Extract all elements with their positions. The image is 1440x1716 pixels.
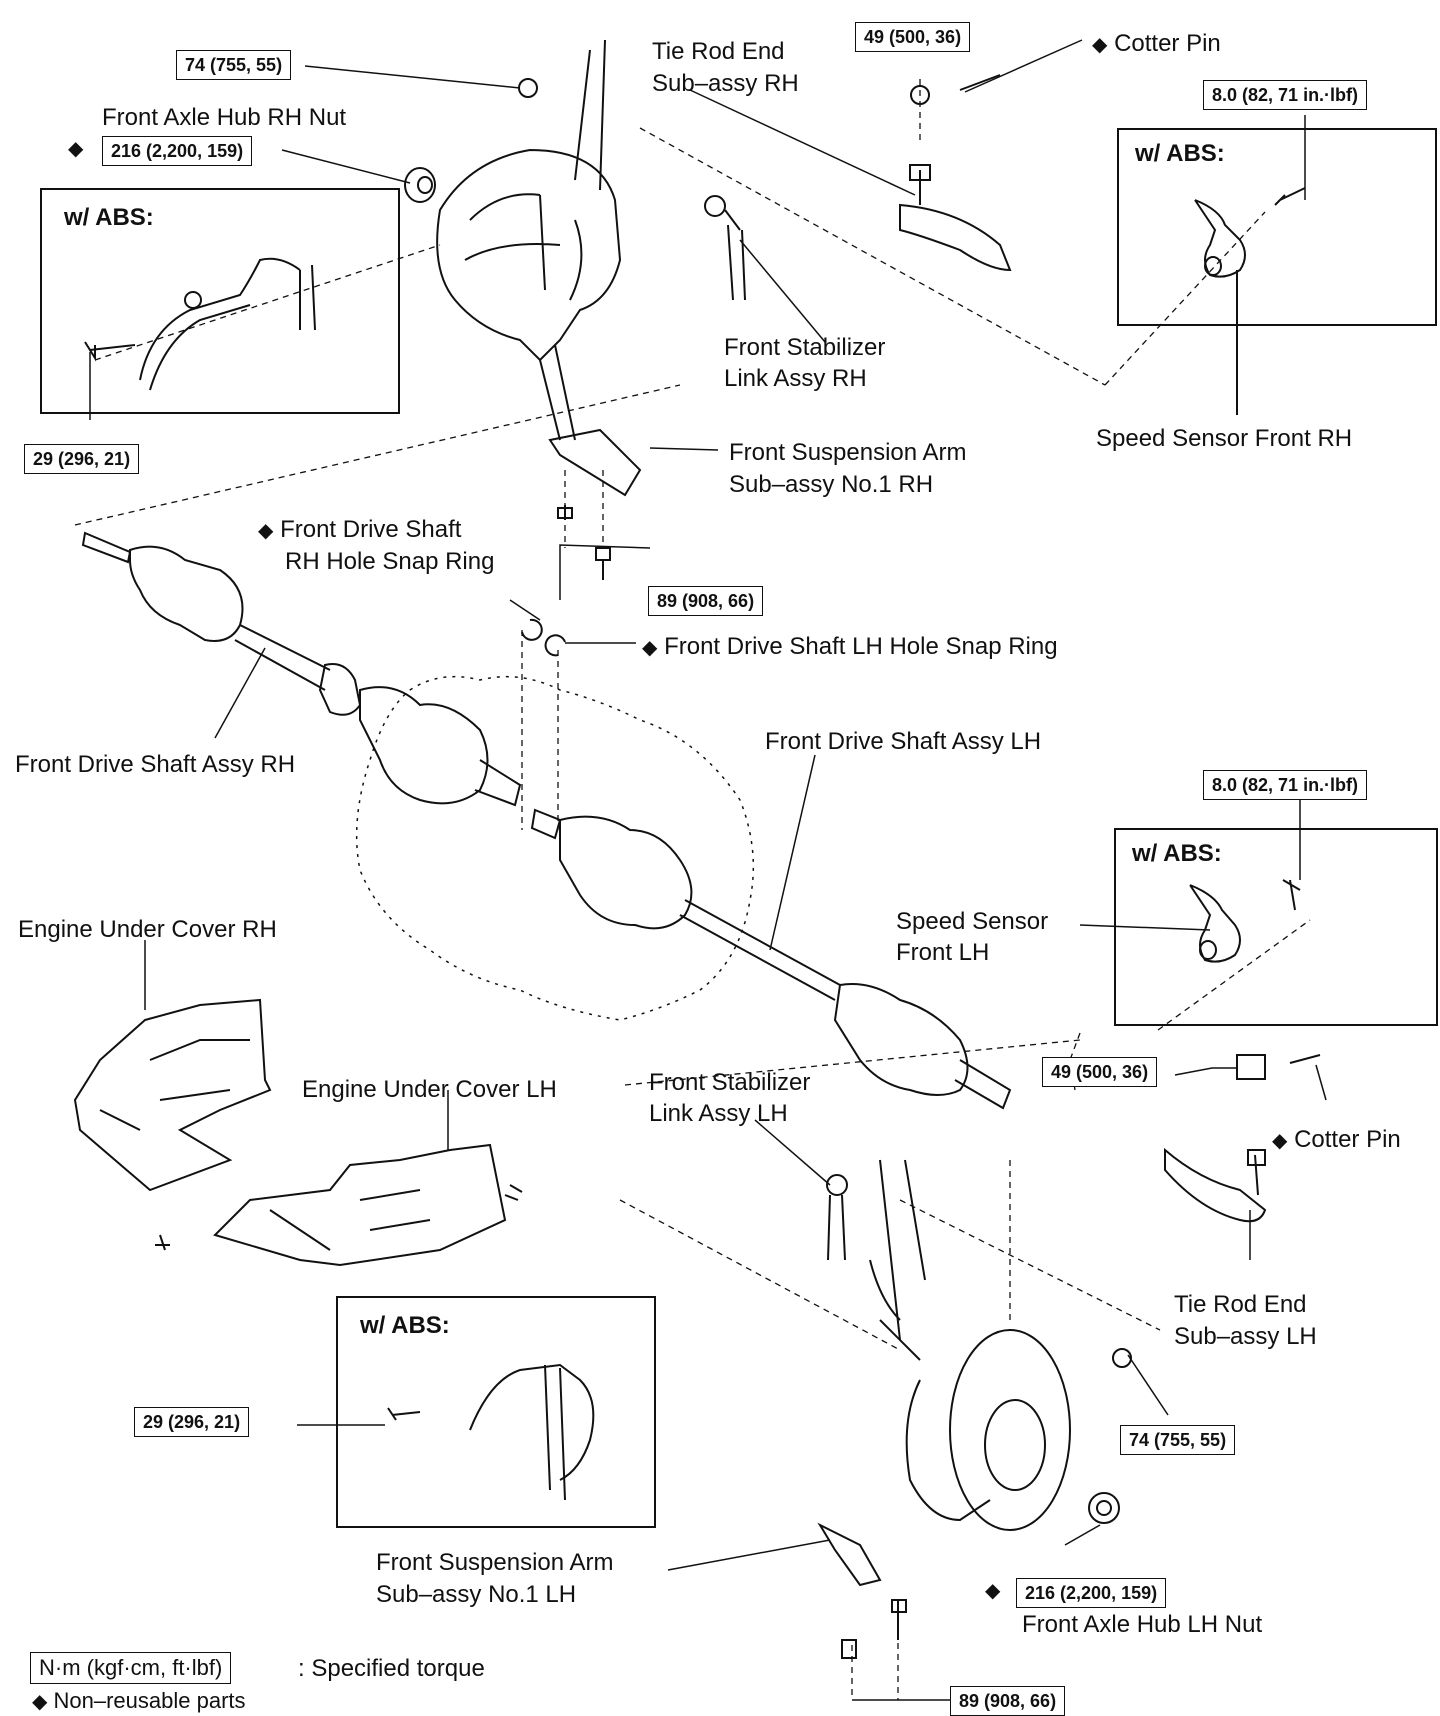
leader-lines [89,39,1327,1701]
label-speed-sensor-lh-line2: Front LH [896,939,990,966]
label-tie-rod-end-lh-line1: Tie Rod End [1174,1291,1307,1318]
label-stabilizer-link-rh-line2: Link Assy RH [724,365,867,392]
label-snap-ring-rh-line2: RH Hole Snap Ring [285,548,495,575]
label-tie-rod-end-rh-line1: Tie Rod End [652,38,785,65]
torque-89-rh: 89 (908, 66) [648,586,764,616]
abs-inset-title: w/ ABS: [64,204,154,231]
abs-inset-lh-sensor: w/ ABS: [1114,828,1438,1026]
snap-rings [521,618,566,657]
label-front-axle-hub-lh-nut: Front Axle Hub LH Nut [1022,1611,1263,1638]
non-reusable-icon: ◆ [32,1691,48,1713]
lh-suspension-arm [817,1522,907,1659]
abs-inset-title: w/ ABS: [1132,840,1222,867]
abs-inset-rh-harness: w/ ABS: [40,188,400,414]
legend-torque-unit-text: : Specified torque [298,1655,485,1682]
lh-steering-knuckle-and-disc [869,1159,1132,1531]
abs-rh-wiring [84,257,316,391]
construction-lines [74,75,1311,1700]
abs-lh-wiring [387,1363,595,1501]
label-front-axle-hub-rh-nut: Front Axle Hub RH Nut [102,104,347,131]
non-reusable-icon: ◆ [642,637,658,659]
non-reusable-icon: ◆ [1272,1130,1288,1152]
torque-216-lh: 216 (2,200, 159) [1016,1578,1167,1608]
torque-29-rh: 29 (296, 21) [24,444,140,474]
drive-shaft-rh-drawing [81,531,522,807]
label-stabilizer-link-lh-line1: Front Stabilizer [649,1069,811,1096]
label-suspension-arm-rh-line2: Sub–assy No.1 RH [729,471,934,498]
rh-stabilizer-link [704,195,746,301]
torque-8-lh: 8.0 (82, 71 in.·lbf) [1203,770,1368,800]
non-reusable-icon: ◆ [985,1580,1001,1602]
non-reusable-icon: ◆ [68,138,84,160]
label-engine-under-cover-rh: Engine Under Cover RH [18,916,277,943]
non-reusable-icon: ◆ [258,520,274,542]
rh-suspension-arm [548,428,642,580]
legend-torque-unit-box: N·m (kgf·cm, ft·lbf) [30,1652,232,1684]
torque-49-lh: 49 (500, 36) [1042,1057,1158,1087]
label-snap-ring-rh-line1: ◆ Front Drive Shaft [258,516,462,543]
abs-inset-lh-harness: w/ ABS: [336,1296,656,1528]
label-suspension-arm-lh-line2: Sub–assy No.1 LH [376,1581,577,1608]
lh-stabilizer-link [826,1174,848,1261]
abs-inset-rh-sensor: w/ ABS: [1117,128,1437,326]
abs-inset-title: w/ ABS: [1135,140,1225,167]
label-stabilizer-link-rh-line1: Front Stabilizer [724,334,886,361]
label-cotter-pin-rh: ◆ Cotter Pin [1092,30,1221,57]
torque-74-lh: 74 (755, 55) [1120,1425,1236,1455]
label-tie-rod-end-lh-line2: Sub–assy LH [1174,1323,1317,1350]
torque-8-rh: 8.0 (82, 71 in.·lbf) [1203,80,1368,110]
label-suspension-arm-lh-line1: Front Suspension Arm [376,1549,614,1576]
torque-29-lh: 29 (296, 21) [134,1407,250,1437]
torque-216-rh: 216 (2,200, 159) [102,136,253,166]
torque-89-lh: 89 (908, 66) [950,1686,1066,1716]
label-snap-ring-lh: ◆ Front Drive Shaft LH Hole Snap Ring [642,633,1058,660]
label-drive-shaft-lh: Front Drive Shaft Assy LH [765,728,1042,755]
transaxle-outline [355,675,755,1021]
label-cotter-pin-lh: ◆ Cotter Pin [1272,1126,1401,1153]
label-suspension-arm-rh-line1: Front Suspension Arm [729,439,967,466]
torque-74-rh: 74 (755, 55) [176,50,292,80]
legend-non-reusable: ◆ Non–reusable parts [32,1688,246,1713]
label-engine-under-cover-lh: Engine Under Cover LH [302,1076,557,1103]
label-stabilizer-link-lh-line2: Link Assy LH [649,1100,788,1127]
lh-tie-rod-end [1164,1054,1321,1223]
engine-under-cover-lh-drawing [155,1143,523,1267]
rh-steering-knuckle [436,39,622,441]
non-reusable-icon: ◆ [1092,34,1108,56]
label-tie-rod-end-rh-line2: Sub–assy RH [652,70,799,97]
abs-inset-title: w/ ABS: [360,1312,450,1339]
engine-under-cover-rh-drawing [73,998,272,1192]
rh-hub-nut [404,78,538,203]
abs-lh-speed-sensor [1189,879,1301,963]
drive-shaft-lh-drawing [530,808,1012,1110]
label-drive-shaft-rh: Front Drive Shaft Assy RH [15,751,296,778]
torque-49-rh: 49 (500, 36) [855,22,971,52]
label-speed-sensor-lh-line1: Speed Sensor [896,908,1049,935]
rh-tie-rod-end [899,74,1012,272]
label-speed-sensor-front-rh: Speed Sensor Front RH [1096,425,1353,452]
